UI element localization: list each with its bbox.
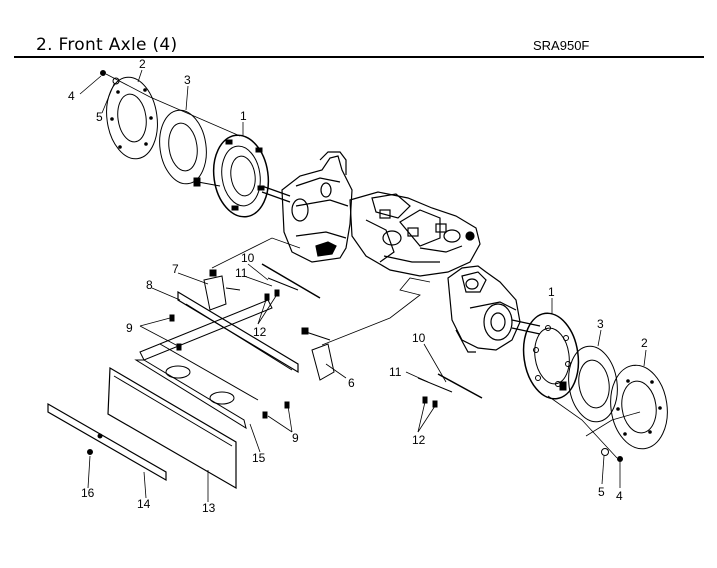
callout-9-left: 9 bbox=[126, 321, 133, 335]
part-4-right-bolt bbox=[617, 456, 623, 462]
part-13-skid-plate bbox=[107, 366, 237, 490]
right-axle-gearcase bbox=[447, 265, 541, 353]
callout-3-right: 3 bbox=[597, 317, 604, 331]
part-12-left-bolts bbox=[264, 289, 280, 301]
central-differential-housing bbox=[349, 191, 481, 277]
callout-16: 16 bbox=[81, 486, 95, 500]
callout-12-left: 12 bbox=[253, 325, 267, 339]
part-2-right-gasket-plate bbox=[610, 364, 668, 450]
part-6-bracket bbox=[301, 327, 335, 381]
part-3-right-plate bbox=[568, 345, 618, 423]
assembly-guide-lines bbox=[105, 73, 641, 459]
callout-14: 14 bbox=[137, 497, 151, 511]
page-title: 2. Front Axle (4) bbox=[36, 35, 178, 55]
callout-2-left: 2 bbox=[139, 57, 146, 71]
part-2-left-gasket-plate bbox=[106, 76, 158, 160]
part-8-top-rail bbox=[177, 290, 299, 374]
callout-1-right: 1 bbox=[548, 285, 555, 299]
part-7-bracket bbox=[203, 269, 241, 311]
part-16-nut bbox=[87, 449, 93, 455]
callout-11-right: 11 bbox=[389, 365, 402, 379]
model-code: SRA950F bbox=[533, 38, 590, 53]
left-hub-bolt bbox=[193, 177, 221, 187]
callout-10-right: 10 bbox=[412, 331, 426, 345]
part-10-right-rod bbox=[437, 373, 483, 399]
callout-3-left: 3 bbox=[184, 73, 191, 87]
callout-2-right: 2 bbox=[641, 336, 648, 350]
callout-9-right: 9 bbox=[292, 431, 299, 445]
callout-13: 13 bbox=[202, 501, 216, 515]
callout-4-right: 4 bbox=[616, 489, 623, 503]
callout-10-left: 10 bbox=[241, 251, 255, 265]
part-1-left-hub bbox=[212, 134, 270, 218]
part-5-right-washer bbox=[601, 448, 609, 456]
callout-1-left: 1 bbox=[240, 109, 247, 123]
callout-labels: 4 5 2 3 1 7 10 11 12 8 9 6 9 15 13 14 16… bbox=[68, 57, 648, 515]
callout-11-left: 11 bbox=[235, 266, 248, 280]
callout-4-left: 4 bbox=[68, 89, 75, 103]
callout-5-right: 5 bbox=[598, 485, 605, 499]
callout-6: 6 bbox=[348, 376, 355, 390]
left-axle-gearcase bbox=[261, 151, 353, 263]
header-divider bbox=[14, 56, 704, 58]
part-4-left-bolt bbox=[100, 70, 106, 76]
leader-lines bbox=[79, 69, 647, 502]
part-11-left-pin bbox=[267, 277, 299, 291]
callout-8: 8 bbox=[146, 278, 153, 292]
part-10-left-rod bbox=[261, 263, 321, 299]
callout-15: 15 bbox=[252, 451, 266, 465]
part-12-right-bolts bbox=[422, 396, 438, 408]
callout-12-right: 12 bbox=[412, 433, 426, 447]
part-9-screws bbox=[169, 314, 290, 419]
part-3-left-plate bbox=[159, 109, 207, 185]
right-hub-bolt bbox=[559, 381, 567, 391]
part-15-guard-plate bbox=[134, 299, 273, 430]
part-14-bar bbox=[47, 402, 167, 482]
callout-7: 7 bbox=[172, 262, 179, 276]
callout-5-left: 5 bbox=[96, 110, 103, 124]
page-header: 2. Front Axle (4) SRA950F bbox=[0, 0, 717, 60]
